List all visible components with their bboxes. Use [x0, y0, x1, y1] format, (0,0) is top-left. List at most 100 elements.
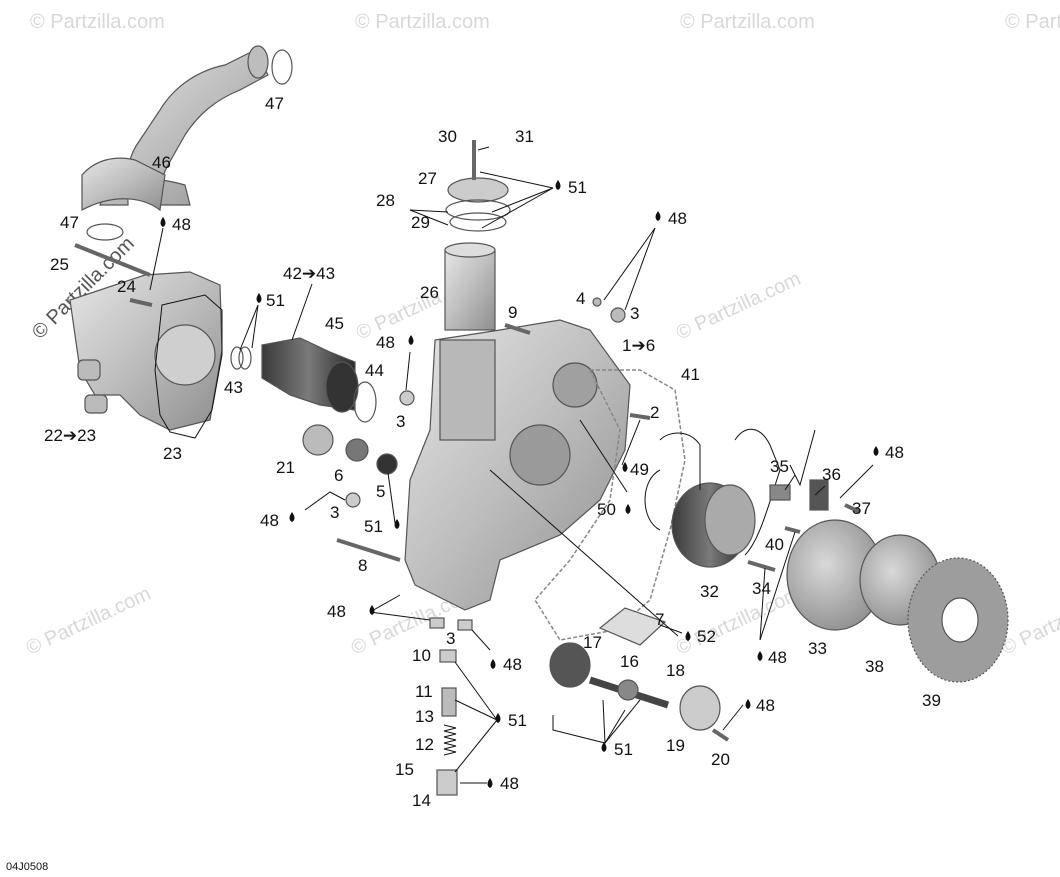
callout-15: 15	[395, 760, 414, 779]
part-ring-gear-hub	[941, 597, 979, 643]
part-drive-gear	[549, 642, 591, 688]
part-labels: 47 46 47 48 2 5 24 22➔23 23 42➔43 51 45 4…	[44, 94, 941, 810]
callout-48: 48	[172, 215, 191, 234]
callout-3: 3	[396, 412, 405, 431]
drop-icon	[601, 742, 607, 752]
part-crankcase-bore	[509, 424, 571, 486]
drop-icon	[685, 631, 691, 641]
callout-22-23: 22➔23	[44, 426, 96, 445]
callout-21: 21	[276, 458, 295, 477]
callout-51: 51	[568, 178, 587, 197]
callout-7: 7	[655, 610, 664, 629]
part-hose-clamp-bottom	[86, 223, 124, 241]
part-hose-end	[247, 45, 269, 79]
part-cylinder-top	[444, 242, 496, 258]
drop-icons	[160, 180, 879, 788]
part-crankcase-bore	[552, 362, 598, 408]
callout-45: 45	[325, 314, 344, 333]
part-bellows	[325, 361, 359, 413]
part-stator-face	[704, 484, 756, 556]
diagram-code: 04J0508	[6, 861, 48, 873]
part-stator-wire	[644, 428, 816, 556]
callout-49: 49	[630, 460, 649, 479]
drop-icon	[369, 605, 375, 615]
part-pump-gasket	[154, 294, 223, 439]
callout-48: 48	[885, 443, 904, 462]
drop-icon	[555, 180, 561, 190]
drop-icon	[408, 335, 414, 345]
part-cover-bolt	[711, 728, 730, 742]
callout-42-43: 42➔43	[283, 264, 335, 283]
leader-lines	[149, 146, 874, 784]
part-bolt	[747, 560, 776, 572]
callout-3: 3	[330, 503, 339, 522]
drop-icon	[622, 462, 628, 472]
part-pump-bolt	[74, 243, 151, 277]
callout-20: 20	[711, 750, 730, 769]
watermark: © Partzilla.com	[355, 11, 490, 33]
callout-14: 14	[412, 791, 431, 810]
drop-icon	[490, 659, 496, 669]
part-small-gasket	[598, 607, 667, 646]
callout-30: 30	[438, 127, 457, 146]
part-cap-o-ring	[445, 199, 511, 221]
callout-46: 46	[152, 153, 171, 172]
callout-2: 2	[650, 403, 659, 422]
callout-47: 47	[265, 94, 284, 113]
part-valve-piston	[441, 687, 457, 717]
callout-51: 51	[364, 517, 383, 536]
part-bolt	[784, 526, 801, 534]
callout-1-6: 1➔6	[622, 336, 655, 355]
callout-35: 35	[770, 457, 789, 476]
callout-50: 50	[597, 500, 616, 519]
part-shaft-gear	[617, 679, 639, 701]
drop-icon	[495, 713, 501, 723]
callout-36: 36	[822, 465, 841, 484]
callout-26: 26	[420, 283, 439, 302]
callout-9: 9	[508, 303, 517, 322]
watermark: © Partzilla.com	[23, 583, 154, 660]
callout-38: 38	[865, 657, 884, 676]
part-hose-clamp-top	[271, 49, 293, 85]
callout-23: 23	[163, 444, 182, 463]
callout-40: 40	[765, 535, 784, 554]
callout-33: 33	[808, 639, 827, 658]
callout-48: 48	[376, 333, 395, 352]
part-bolt	[844, 503, 861, 514]
callout-13: 13	[415, 707, 434, 726]
part-hose-elbow	[81, 157, 166, 212]
callout-31: 31	[515, 127, 534, 146]
part-pump-cover	[679, 685, 721, 731]
drop-icon	[160, 217, 166, 227]
drop-icon	[745, 699, 751, 709]
part-o-ring	[238, 346, 252, 370]
part-bracket	[809, 479, 829, 511]
callout-52: 52	[697, 627, 716, 646]
callout-12: 12	[415, 735, 434, 754]
part-filter-cap	[447, 177, 509, 203]
part-oil-filter-cylinder	[444, 249, 496, 331]
drop-icon	[394, 519, 400, 529]
callout-18: 18	[666, 661, 685, 680]
callout-16: 16	[620, 652, 639, 671]
part-filter-well	[439, 339, 496, 441]
callout-28: 28	[376, 191, 395, 210]
callout-47: 47	[60, 213, 79, 232]
callout-5: 5	[376, 482, 385, 501]
part-pump-screw	[129, 298, 153, 307]
callout-19: 19	[666, 736, 685, 755]
part-plug	[429, 617, 445, 629]
callout-17: 17	[583, 633, 602, 652]
part-plug	[345, 492, 361, 508]
drop-icon	[655, 211, 661, 221]
callout-48: 48	[503, 655, 522, 674]
callout-32: 32	[700, 582, 719, 601]
callout-48: 48	[668, 209, 687, 228]
part-seal-ring	[353, 381, 377, 423]
callout-37: 37	[852, 499, 871, 518]
part-bolt	[504, 323, 531, 335]
callout-24: 24	[117, 277, 136, 296]
callout-8: 8	[358, 556, 367, 575]
part-o-ring	[230, 346, 244, 370]
